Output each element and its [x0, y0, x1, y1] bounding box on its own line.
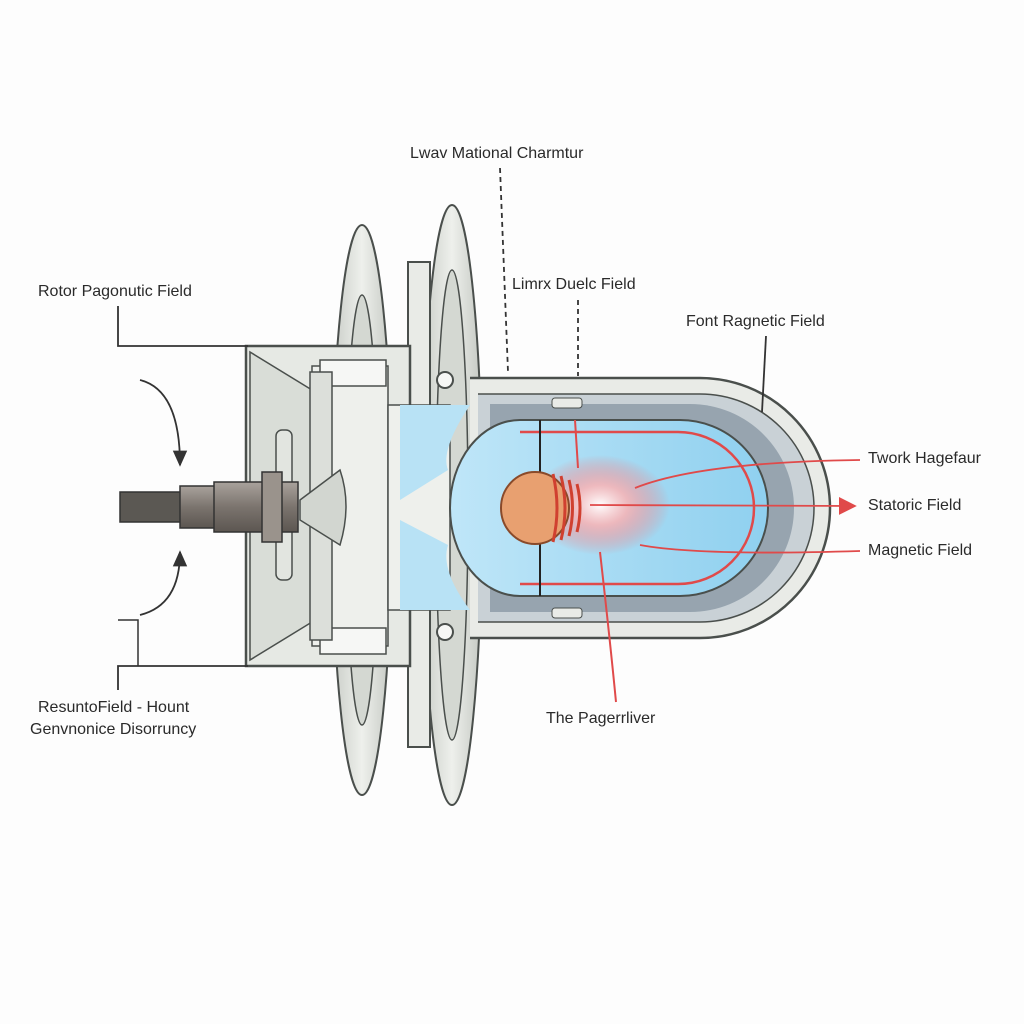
label-static-field: Statoric Field [868, 497, 962, 514]
label-rotor-field: Rotor Pagonutic Field [38, 283, 192, 300]
label-pager: The Pagerrliver [546, 710, 656, 727]
label-magnetic-field: Magnetic Field [868, 542, 973, 559]
chamber-throat [400, 405, 470, 610]
label-resonant-line1: ResuntoField - Hount [38, 699, 190, 716]
label-top: Lwav Mational Charmtur [410, 145, 584, 162]
label-resonant-line2: Genvnonice Disorruncy [30, 721, 197, 738]
label-twork: Twork Hagefaur [868, 450, 981, 467]
label-linear-field: Limrx Duelc Field [512, 276, 636, 293]
field-lines [574, 419, 861, 703]
leader-lines [117, 167, 767, 690]
rotor-shaft [119, 471, 299, 543]
bearings [436, 371, 454, 641]
label-font-field: Font Ragnetic Field [686, 313, 825, 330]
